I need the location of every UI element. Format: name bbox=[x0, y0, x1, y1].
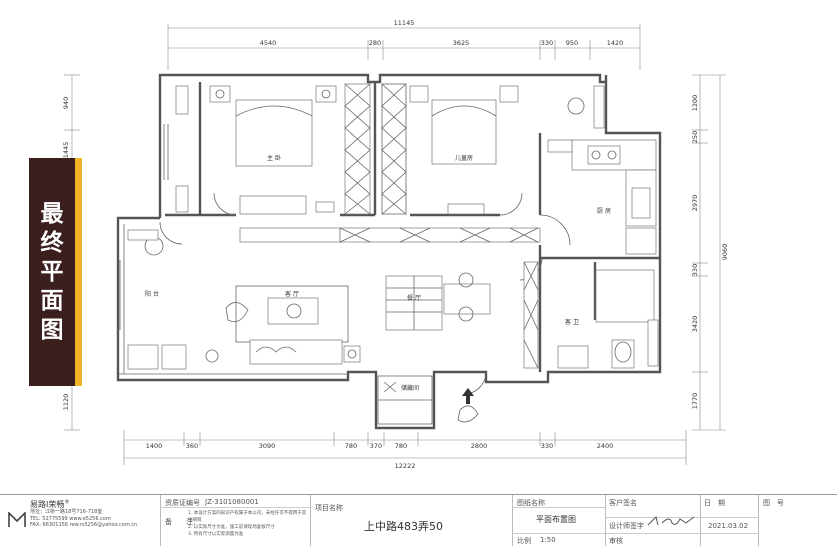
dimension-text-vertical: 9060 1200 250 2970 330 3420 1770 940 144… bbox=[62, 95, 729, 411]
dimension-text: 11145 4540 280 3625 330 950 1420 12222 1… bbox=[146, 19, 624, 470]
kids-room-furniture bbox=[381, 83, 605, 215]
room-labels: 主 卧 儿童房 厨 房 客 厅 餐 厅 阳 台 客 卫 储藏间 bbox=[145, 154, 611, 392]
room-label-storage: 储藏间 bbox=[401, 384, 419, 392]
dim-right-6: 1770 bbox=[691, 393, 699, 410]
designer-label: 设计师签字 bbox=[609, 522, 644, 530]
room-label-kids: 儿童房 bbox=[455, 154, 473, 162]
room-label-balcony: 阳 台 bbox=[145, 290, 159, 298]
project-label: 项目名称 bbox=[315, 504, 343, 512]
dim-bottom-9: 2400 bbox=[597, 442, 614, 450]
room-label-dining: 餐 厅 bbox=[407, 294, 421, 302]
dim-bottom-total: 12222 bbox=[395, 462, 416, 470]
room-label-kitchen: 厨 房 bbox=[597, 207, 611, 215]
living-room-furniture bbox=[127, 229, 361, 370]
banner-char: 平 bbox=[40, 258, 64, 285]
date-value: 2021.03.02 bbox=[708, 522, 749, 530]
dim-right-1: 1200 bbox=[691, 95, 699, 112]
guest-bath-furniture bbox=[523, 261, 659, 369]
cert-value: JZ-3101080001 bbox=[205, 498, 259, 506]
window-markers bbox=[119, 124, 169, 330]
dim-bottom-3: 3090 bbox=[259, 442, 276, 450]
dim-right-4: 330 bbox=[691, 264, 699, 276]
banner-char: 面 bbox=[40, 287, 64, 314]
dim-left-1: 940 bbox=[62, 97, 70, 109]
scale-value: 1:50 bbox=[540, 536, 556, 544]
dim-right-5: 3420 bbox=[691, 316, 699, 333]
dim-top-6: 1420 bbox=[607, 39, 624, 47]
client-label: 客户签名 bbox=[609, 499, 637, 507]
designer-signature bbox=[647, 516, 695, 526]
storage-room bbox=[377, 375, 479, 425]
banner-char: 最 bbox=[40, 200, 64, 227]
room-label-living: 客 厅 bbox=[285, 290, 299, 298]
date-label: 日 期 bbox=[704, 499, 725, 507]
dim-right-3: 2970 bbox=[691, 195, 699, 212]
cert-label: 资质证编号 bbox=[165, 499, 200, 507]
banner-char: 图 bbox=[40, 316, 64, 343]
dim-bottom-8: 330 bbox=[541, 442, 553, 450]
scale-label: 比例 bbox=[517, 537, 531, 545]
notes: 1. 本设计方案的知识产权属于本公司，未经许可不得用于其他项目 2. 以实际尺寸… bbox=[188, 511, 307, 537]
company-address: 地址：江桥一路18号716-718室 TEL: 52775599 www.e52… bbox=[30, 509, 138, 528]
dim-right-total: 9060 bbox=[721, 244, 729, 261]
drawing-label: 图纸名称 bbox=[517, 499, 545, 507]
dim-top-3: 3625 bbox=[453, 39, 470, 47]
dim-left-2: 1445 bbox=[62, 142, 70, 159]
dim-bottom-1: 1400 bbox=[146, 442, 163, 450]
room-label-master: 主 卧 bbox=[267, 154, 281, 162]
dim-bottom-4: 780 bbox=[345, 442, 357, 450]
drawing-name: 平面布置图 bbox=[536, 515, 576, 524]
master-bedroom-furniture bbox=[175, 83, 371, 215]
final-plan-banner: 最 终 平 面 图 bbox=[29, 158, 82, 386]
dim-bottom-6: 780 bbox=[395, 442, 407, 450]
exterior-walls bbox=[116, 73, 662, 430]
dim-top-2: 280 bbox=[369, 39, 381, 47]
dim-bottom-7: 2800 bbox=[471, 442, 488, 450]
room-label-guest-bath: 客 卫 bbox=[565, 318, 579, 326]
corridor-cabinets bbox=[239, 227, 541, 243]
company-name: 易路I荣畅® bbox=[30, 499, 70, 509]
dim-bottom-5: 370 bbox=[370, 442, 382, 450]
banner-char: 终 bbox=[40, 229, 64, 256]
dim-bottom-2: 360 bbox=[186, 442, 198, 450]
door-arcs bbox=[159, 192, 571, 395]
dim-top-1: 4540 bbox=[260, 39, 277, 47]
company-logo-icon bbox=[8, 512, 26, 527]
review-label: 审核 bbox=[609, 537, 623, 545]
project-name: 上中路483弄50 bbox=[364, 520, 443, 533]
note-label: 备 注： bbox=[165, 518, 200, 526]
interior-walls bbox=[165, 82, 660, 372]
title-block: 易路I荣畅® 地址：江桥一路18号716-718室 TEL: 52775599 … bbox=[0, 494, 837, 546]
dining-furniture bbox=[385, 272, 491, 331]
dim-top-5: 950 bbox=[566, 39, 578, 47]
dim-left-3: 1120 bbox=[62, 394, 70, 411]
dim-top-4: 330 bbox=[541, 39, 553, 47]
dim-right-2: 250 bbox=[691, 131, 699, 143]
kitchen-furniture bbox=[547, 139, 657, 255]
page-label: 图 号 bbox=[763, 499, 784, 507]
dim-top-total: 11145 bbox=[394, 19, 415, 27]
